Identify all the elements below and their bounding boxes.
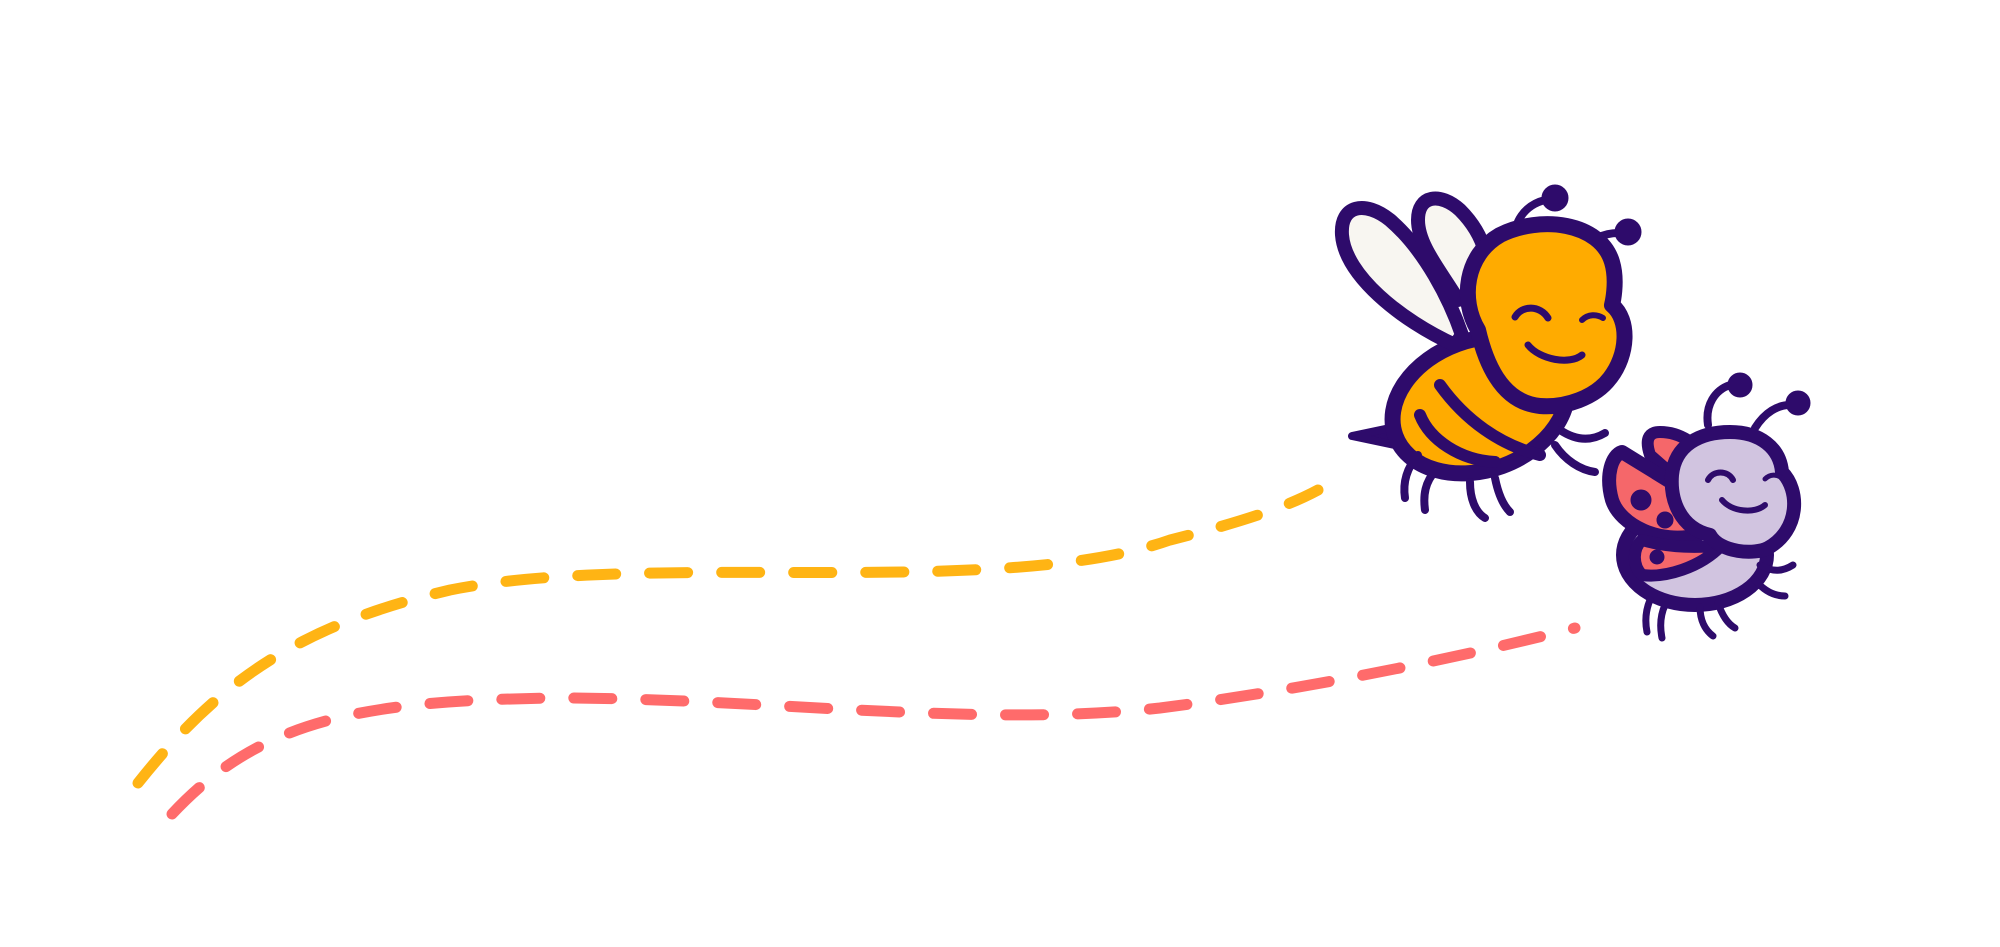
bee-eye [1511,304,1552,322]
ladybug-antenna-right [1751,401,1794,432]
ladybug-flight-path [166,622,1581,820]
bee-leg [1556,426,1609,443]
ladybug-spot [1649,549,1665,565]
ladybug-smile [1719,497,1768,514]
bee-wing-back [1334,201,1469,352]
bee-smile [1524,341,1586,364]
ladybug-spot [1656,511,1674,529]
bee-flight-path [132,484,1324,789]
ladybug-leg [1696,603,1717,640]
bee-antenna-left-tip [1541,184,1569,212]
ladybug-leg [1642,596,1654,636]
bee-leg [1400,451,1422,502]
bee-illustration [1334,184,1642,522]
bee-stripe [1414,409,1501,468]
ladybug-spot [1630,489,1652,511]
bee-leg [1466,478,1489,522]
ladybug-illustration [1602,372,1811,642]
ladybug-wing-lower [1628,534,1728,582]
bee-leg [1491,474,1514,516]
ladybug-antenna-right-tip [1785,390,1811,416]
bee-stripe [1434,379,1546,461]
bee-cheek [1579,312,1606,323]
bee-antenna-right-tip [1614,218,1642,246]
ladybug-head [1664,425,1802,559]
ladybug-leg [1751,576,1789,600]
ladybug-cheek [1762,472,1785,482]
bee-leg [1420,466,1440,514]
bee-leg [1551,441,1599,476]
ladybug-antenna-left-tip [1727,372,1753,398]
ladybug-leg [1714,599,1739,632]
ladybug-eye [1705,469,1736,483]
ladybug-antenna-left [1703,381,1734,429]
ladybug-leg [1657,601,1669,642]
ladybug-leg [1756,561,1797,574]
